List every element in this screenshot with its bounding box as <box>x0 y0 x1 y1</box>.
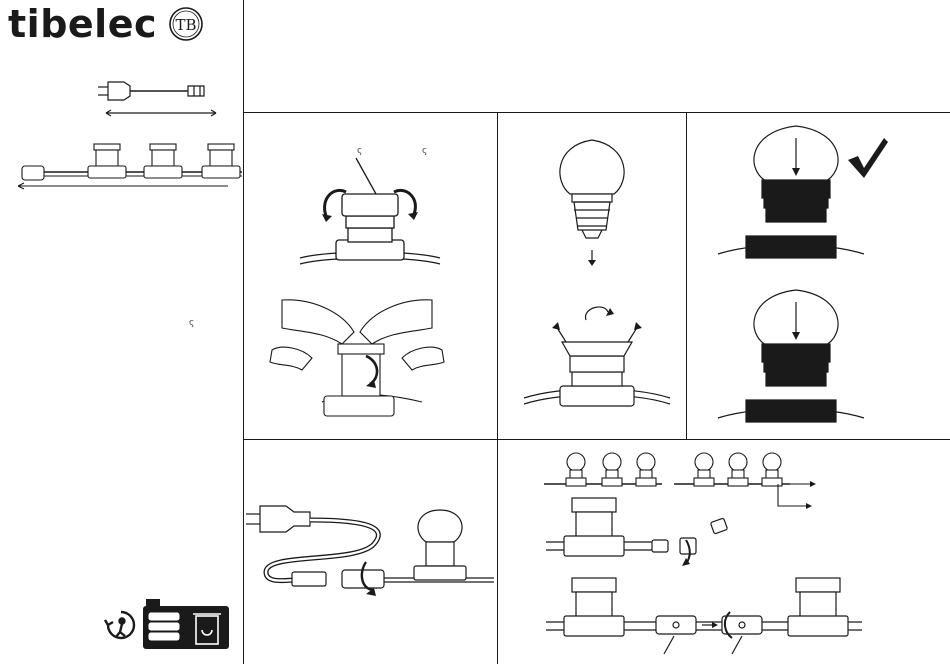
left-column-divider <box>243 0 244 664</box>
bulb-fitted-illustration-1 <box>716 124 866 266</box>
panel-a-mark-1: ς <box>357 146 362 156</box>
bulb-fitted-illustration-2 <box>716 288 866 430</box>
socket-rotate-illustration <box>300 158 440 270</box>
brand-logo: TB <box>168 6 204 42</box>
panel-divider-2 <box>686 112 687 439</box>
plug-connect-illustration <box>246 500 496 604</box>
brand-monogram: TB <box>175 16 196 34</box>
top-row-divider <box>243 112 950 113</box>
recycle-person-icon <box>104 608 138 642</box>
left-mark: ς <box>189 318 194 328</box>
socket-open-illustration <box>522 298 672 412</box>
bulb-illustration <box>552 134 632 268</box>
brand-name: tibelec <box>8 2 157 46</box>
festoon-string-icon <box>14 140 242 190</box>
plug-cable-icon <box>96 76 226 120</box>
panel-a-mark-2: ς <box>422 146 427 156</box>
hands-twist-illustration <box>262 292 452 422</box>
battery-recycle-icon <box>142 598 230 650</box>
panel-divider-1 <box>497 112 498 664</box>
bottom-row-divider <box>243 439 950 440</box>
checkmark-icon <box>846 136 890 180</box>
cap-removal-illustration <box>546 496 736 572</box>
connector-join-illustration <box>546 576 862 650</box>
